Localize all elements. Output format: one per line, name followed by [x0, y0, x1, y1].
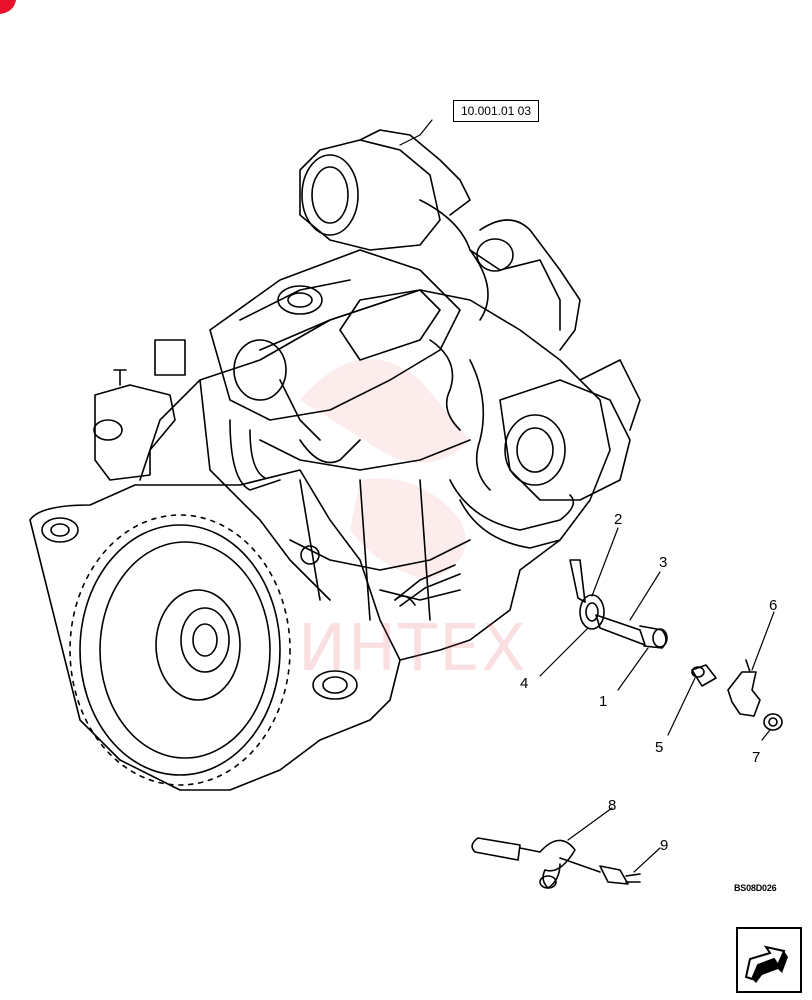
corner-mark	[0, 0, 16, 14]
callout-4: 4	[520, 675, 529, 692]
drawing-code: BS08D026	[734, 883, 777, 893]
engine-block	[139, 289, 611, 661]
reference-label-box[interactable]: 10.001.01 03	[453, 100, 539, 122]
callout-5: 5	[655, 739, 664, 756]
part-2-heater-rod	[569, 559, 605, 630]
callout-2: 2	[614, 511, 623, 528]
watermark-graphic	[300, 359, 470, 580]
callout-6: 6	[769, 597, 778, 614]
part-9-plug	[599, 865, 641, 885]
next-page-button[interactable]	[736, 927, 802, 993]
leader-lines	[399, 119, 775, 873]
part-7-nut	[763, 713, 783, 731]
callout-8: 8	[608, 797, 617, 814]
watermark-text: ИНТЕХ	[298, 612, 528, 686]
dipstick-tube	[394, 564, 461, 607]
callout-3: 3	[659, 554, 668, 571]
part-8-heater-cord	[471, 837, 601, 889]
air-filter-assembly	[299, 129, 581, 351]
callout-9: 9	[660, 837, 669, 854]
next-page-arrow-icon	[744, 945, 788, 983]
callout-7: 7	[752, 749, 761, 766]
engine-mount-left	[93, 339, 186, 481]
part-5-fitting	[691, 664, 717, 687]
exhaust-manifold	[229, 339, 575, 549]
part-1-heater-body	[595, 614, 668, 649]
flywheel	[69, 514, 291, 786]
part-6-bracket	[727, 659, 761, 717]
callout-1: 1	[599, 693, 608, 710]
cylinder-head	[209, 249, 461, 441]
starter-motor	[499, 359, 641, 501]
